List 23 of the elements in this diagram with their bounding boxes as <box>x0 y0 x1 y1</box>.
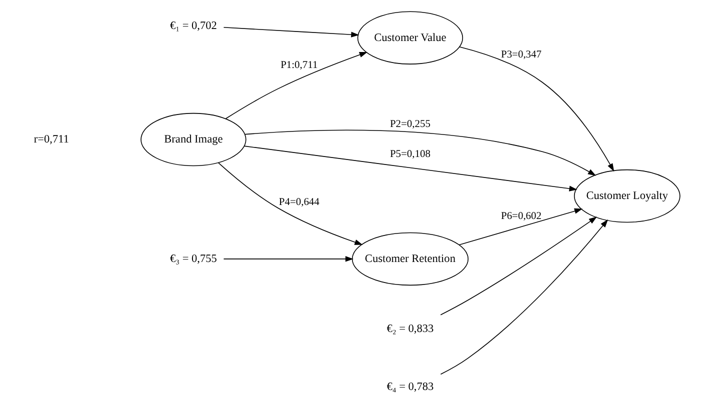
arrow <box>440 216 598 316</box>
arrow <box>225 52 368 120</box>
arrow <box>244 146 578 192</box>
node-ellipse: Brand Image <box>140 112 246 166</box>
edge-label: P3=0,347 <box>501 50 542 61</box>
arrow <box>244 130 596 176</box>
arrow <box>459 46 614 172</box>
edge-label: P2=0,255 <box>390 118 430 130</box>
node-text: €₂ = 0,833 <box>386 323 434 336</box>
edge-label: P1:0,711 <box>280 60 318 72</box>
node-ellipse: Customer Retention <box>352 232 469 286</box>
node-text: €₄ = 0,783 <box>386 381 434 394</box>
arrow <box>223 27 360 38</box>
edge-label: P6=0,602 <box>501 210 542 222</box>
edge-label: P4=0,644 <box>278 197 320 208</box>
arrow <box>458 208 583 246</box>
edge-label: P5=0,108 <box>390 148 430 160</box>
arrow <box>223 256 354 262</box>
arrow <box>440 219 608 375</box>
arrow <box>218 162 363 245</box>
node-text: €₁ = 0,702 <box>170 20 217 32</box>
node-text: €₃ = 0,755 <box>170 252 217 265</box>
label: r=0,711 <box>34 134 69 146</box>
